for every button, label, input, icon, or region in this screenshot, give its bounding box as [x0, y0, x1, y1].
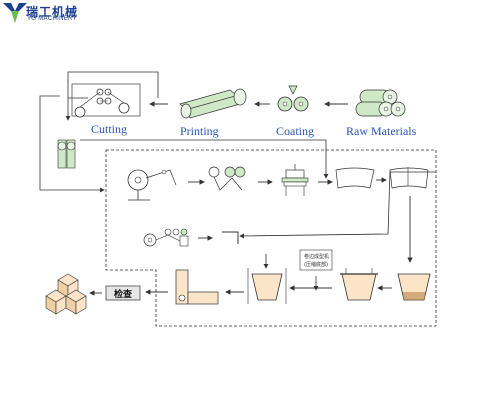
- bottom-blank-machine-icon: [143, 228, 189, 247]
- cutting-machine-icon: [68, 83, 141, 118]
- cup-blanks-pair-icon: [389, 167, 429, 189]
- forming-tag-label: 卷边成型机 (压缩底部): [299, 249, 333, 271]
- bottom-blank-shape: [222, 231, 239, 244]
- printing-machine-icon: [179, 88, 247, 119]
- stage-label-raw-materials: Raw Materials: [346, 124, 417, 138]
- cup-body-bottom-icon: [247, 254, 287, 304]
- yg-logo-icon: [3, 3, 27, 23]
- cup-body-final-step-icon: [397, 273, 431, 301]
- tag-line-2: (压缩底部): [304, 261, 328, 268]
- cup-forming-mold-icon: [175, 269, 219, 305]
- brand-name-cn: 瑞工机械: [26, 5, 79, 19]
- packed-boxes-icon: [45, 273, 87, 315]
- stage-label-coating: Coating: [276, 124, 314, 138]
- die-cutter-icon: [127, 169, 177, 201]
- inspection-label: 检查: [114, 288, 133, 300]
- inspection-box: 检查: [105, 285, 141, 301]
- brand-logo: 瑞工机械 YG MACHINERY: [2, 2, 122, 28]
- punch-press-icon: [281, 164, 309, 196]
- paper-rolls-icon: [355, 89, 406, 117]
- forming-area-boundary: [105, 149, 437, 327]
- brand-name-en: YG MACHINERY: [27, 16, 77, 22]
- stage-label-cutting: Cutting: [91, 122, 127, 136]
- cup-body-curling-icon: [340, 268, 378, 301]
- stacked-cups-icon: [57, 139, 76, 169]
- coating-machine-icon: [277, 85, 309, 112]
- printing-rollers-icon: [208, 166, 246, 191]
- cup-blank-icon: [335, 167, 375, 189]
- tag-line-1: 卷边成型机: [304, 253, 329, 260]
- stage-label-printing: Printing: [180, 124, 219, 138]
